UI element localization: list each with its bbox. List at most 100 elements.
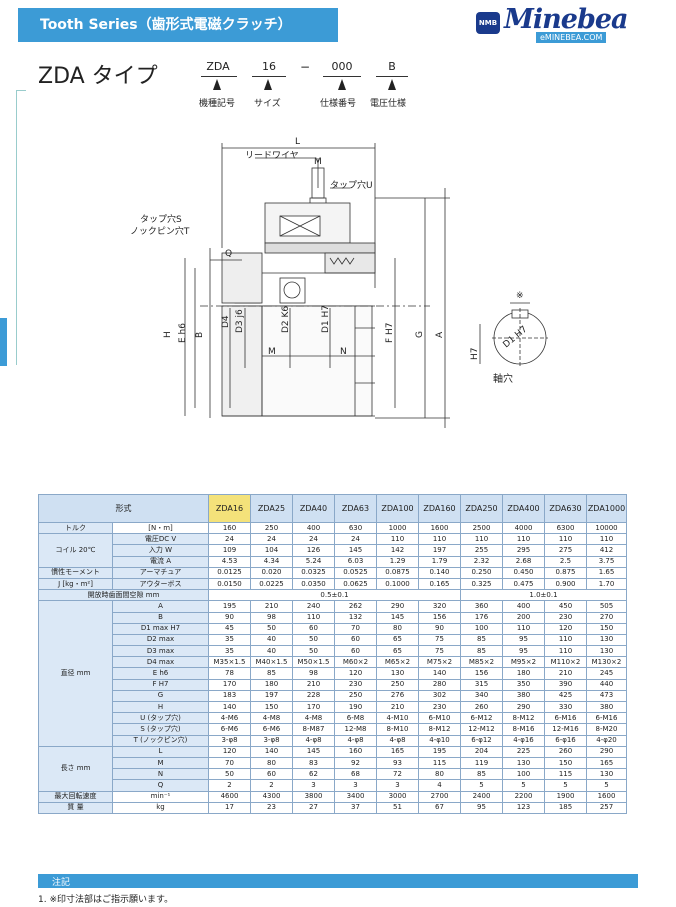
table-cell: 210 [292,678,335,691]
table-cell: 183 [208,689,251,703]
table-cell: 4 [418,779,461,792]
dim-label-A: A [435,331,445,338]
table-cell: 425 [544,689,587,703]
row-sub-label: N [112,768,209,781]
table-cell: 0.020 [250,566,293,579]
code-label-series: 機種記号 [199,99,236,109]
table-cell: 6-φ12 [460,734,503,747]
table-cell: 0.0125 [208,566,251,579]
table-cell: 4-M6 [208,712,251,725]
row-sub-label: kg [112,801,209,814]
nmb-logo-mark: NMB [476,12,500,34]
table-cell: M110×2 [544,656,587,669]
table-cell: 5 [544,779,587,792]
table-cell: 70 [334,622,377,635]
table-cell: 132 [334,611,377,624]
table-cell: 75 [418,633,461,647]
table-cell: 80 [376,622,419,635]
table-cell: 6-M16 [544,712,587,725]
table-cell: 24 [292,533,335,546]
table-model-header: ZDA16 [208,494,251,523]
table-cell: 5.24 [292,555,335,568]
row-sub-label: 電流 A [112,555,209,568]
table-cell: 350 [502,678,545,691]
table-cell: 90 [208,611,251,624]
table-cell: 45 [208,622,251,635]
table-cell: 185 [544,801,587,814]
table-cell: 12-M8 [334,723,377,736]
table-cell: 160 [334,745,377,758]
table-cell: 50 [292,645,335,658]
table-cell: 120 [208,745,251,758]
table-cell: 412 [586,544,627,557]
table-cell: 275 [544,544,587,557]
table-cell: 0.165 [418,577,461,591]
table-cell: 10000 [586,521,627,535]
table-model-header: ZDA1000 [586,494,627,523]
left-bracket-top [16,90,26,91]
row-sub-label: G [112,689,209,703]
table-cell: M85×2 [460,656,503,669]
model-type-title: ZDA タイプ [38,64,158,89]
table-cell: 280 [418,678,461,691]
table-cell: 295 [502,544,545,557]
minebea-logo[interactable]: NMB Minebea eMINEBEA.COM [476,4,656,44]
table-cell: 70 [208,756,251,770]
table-cell: 37 [334,801,377,814]
table-cell: 0.140 [418,566,461,579]
table-cell: 51 [376,801,419,814]
table-cell: 24 [250,533,293,546]
table-header-label: 形式 [38,494,209,523]
row-sub-label: D2 max [112,633,209,647]
table-cell: 50 [208,768,251,781]
table-cell: 130 [586,768,627,781]
row-sub-label: D4 max [112,656,209,669]
table-cell: 180 [250,678,293,691]
table-cell: 2.68 [502,555,545,568]
table-cell: 75 [418,645,461,658]
table-cell: 40 [250,633,293,647]
dim-label-E: E h6 [178,323,188,343]
table-cell: 1900 [544,790,587,803]
table-cell: 93 [376,756,419,770]
code-dash: − [300,60,311,74]
table-cell: 440 [586,678,627,691]
table-cell: 0.0225 [250,577,293,591]
shaft-hole-label: 軸穴 [493,374,513,385]
dim-label-L: L [295,137,300,147]
row-sub-label: アウターボス [112,577,209,591]
table-cell: 0.325 [460,577,503,591]
table-cell: 0.875 [544,566,587,579]
logo-url[interactable]: eMINEBEA.COM [536,32,607,43]
table-cell: 2700 [418,790,461,803]
table-cell: 8-M12 [502,712,545,725]
row-sub-label: E h6 [112,667,209,680]
code-value-size: 16 [262,60,276,73]
header-bar [18,8,338,42]
table-cell: M40×1.5 [250,656,293,669]
table-cell: 2200 [502,790,545,803]
row-group-label: 最大回転速度 [38,790,113,803]
dim-label-F: F H7 [385,322,395,343]
table-cell: 130 [502,756,545,770]
row-sub-label: D3 max [112,645,209,658]
label-tap-u: タップ穴U [330,179,373,191]
table-model-header: ZDA400 [502,494,545,523]
code-label-voltage: 電圧仕様 [370,99,407,109]
table-cell: 228 [292,689,335,703]
table-cell: 240 [292,600,335,613]
table-model-header: ZDA630 [544,494,587,523]
table-cell: 0.475 [502,577,545,591]
table-cell: 119 [460,756,503,770]
table-cell: 150 [586,622,627,635]
table-cell: 260 [544,745,587,758]
